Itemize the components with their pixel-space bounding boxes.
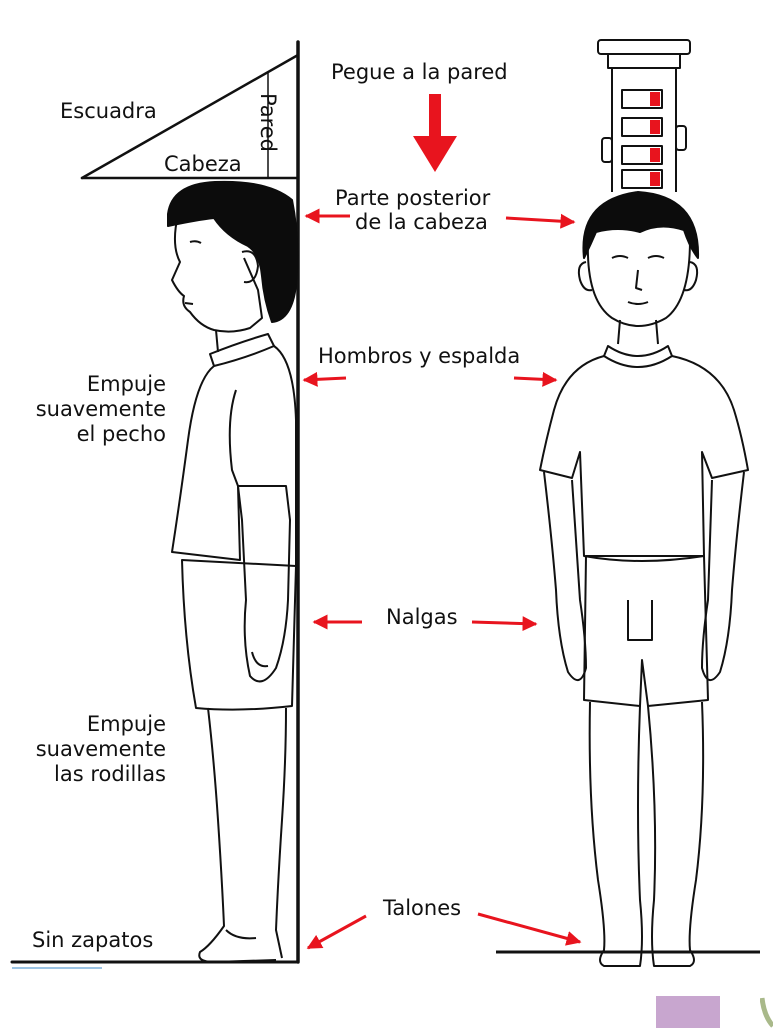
label-pared: Pared — [255, 93, 280, 152]
front-collar — [604, 346, 672, 367]
arrow-shoulders-left — [304, 378, 346, 380]
front-arm-left — [544, 472, 586, 680]
front-nose — [636, 270, 642, 290]
corner-blue-line — [12, 967, 102, 969]
arrow-down-press — [413, 94, 457, 172]
empuje-pecho-line-3: el pecho — [20, 422, 166, 447]
front-eye-left — [612, 256, 628, 258]
label-hombros-y-espalda: Hombros y espalda — [318, 344, 520, 369]
corner-leaf-icon — [760, 996, 773, 1028]
front-leg-left — [590, 702, 642, 966]
front-leg-right — [648, 702, 703, 966]
label-empuje-rodillas: Empuje suavemente las rodillas — [20, 712, 166, 787]
arrow-head-back-right — [506, 218, 574, 222]
label-talones: Talones — [383, 896, 461, 921]
front-eye-right — [648, 256, 664, 258]
side-leg-back — [276, 708, 286, 958]
side-mouth — [185, 303, 193, 304]
stadiometer-top — [598, 40, 690, 54]
empuje-rodillas-line-1: Empuje — [20, 712, 166, 737]
wall-and-square — [12, 42, 298, 962]
side-arm — [238, 486, 290, 681]
front-shirt — [540, 356, 748, 561]
front-fly — [628, 600, 652, 640]
side-collar — [210, 334, 274, 366]
side-leg-front — [199, 708, 276, 962]
stadiometer-clip-right — [676, 126, 686, 150]
front-hair — [583, 192, 698, 258]
side-ankle — [226, 930, 256, 938]
arrow-heels-right — [478, 914, 580, 942]
scale-mark-1 — [650, 92, 660, 106]
empuje-pecho-line-1: Empuje — [20, 372, 166, 397]
arrow-heels-left — [308, 916, 366, 948]
empuje-rodillas-line-2: suavemente — [20, 737, 166, 762]
label-escuadra: Escuadra — [60, 99, 157, 124]
stadiometer-cap — [608, 54, 680, 68]
scale-mark-2 — [650, 120, 660, 134]
side-hand-detail — [252, 652, 268, 666]
side-shirt-front — [172, 366, 240, 560]
arrow-down-shaft — [429, 94, 441, 138]
arrow-shoulders-right — [514, 378, 556, 380]
stadiometer-clip-left — [602, 138, 612, 162]
scale-mark-4 — [650, 172, 660, 186]
side-eye — [190, 241, 201, 243]
side-hair — [168, 182, 297, 322]
scale-mark-3 — [650, 148, 660, 162]
arrow-buttocks-right — [472, 622, 536, 624]
arrow-down-head — [413, 136, 457, 172]
front-face — [588, 240, 690, 326]
empuje-rodillas-line-3: las rodillas — [20, 762, 166, 787]
stadiometer — [598, 40, 690, 192]
label-pegue-a-la-pared: Pegue a la pared — [331, 60, 508, 85]
side-shirt-back — [274, 346, 296, 566]
label-parte-posterior: Parte posterior — [335, 186, 490, 211]
front-shorts — [584, 556, 708, 706]
front-mouth — [628, 302, 648, 304]
label-empuje-pecho: Empuje suavemente el pecho — [20, 372, 166, 447]
side-view-child — [168, 182, 297, 962]
label-de-la-cabeza: de la cabeza — [355, 210, 488, 235]
label-nalgas: Nalgas — [386, 605, 458, 630]
front-view-child — [496, 40, 760, 966]
arrows — [304, 216, 580, 948]
side-neck — [216, 330, 218, 352]
front-arm-right — [702, 472, 744, 680]
label-cabeza: Cabeza — [164, 152, 242, 177]
side-shorts — [182, 560, 296, 710]
corner-purple-box — [656, 996, 720, 1028]
label-sin-zapatos: Sin zapatos — [32, 928, 153, 953]
empuje-pecho-line-2: suavemente — [20, 397, 166, 422]
